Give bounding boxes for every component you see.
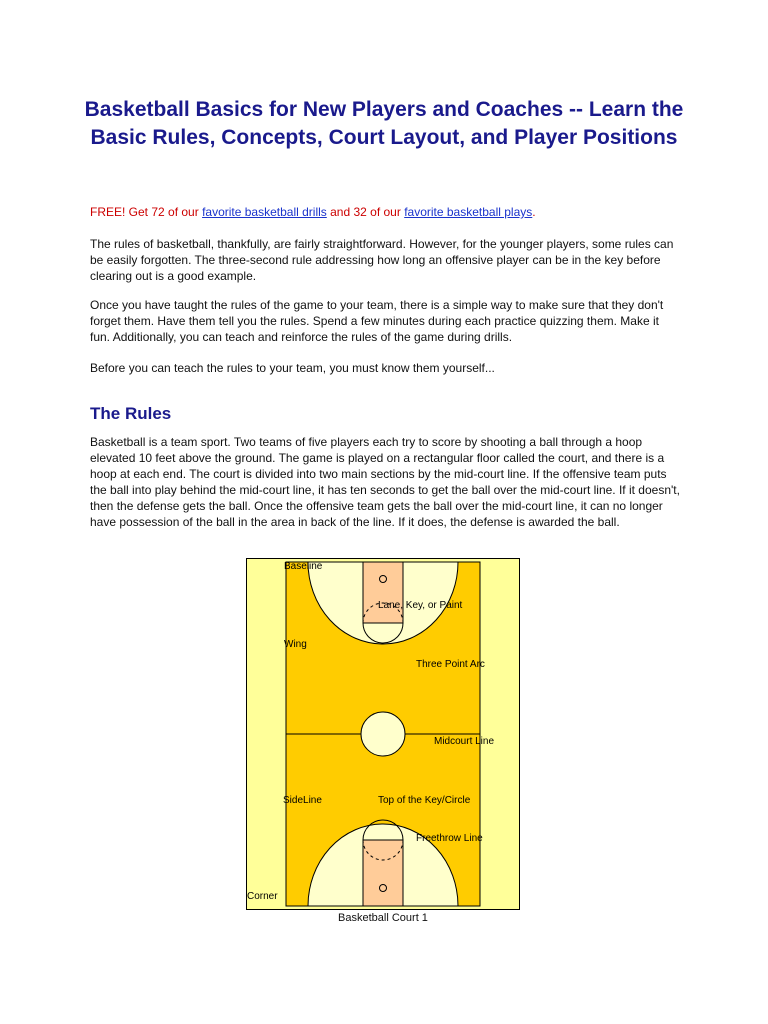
hoop-top: [379, 575, 387, 583]
promo-middle: and 32 of our: [326, 205, 405, 219]
rules-paragraph: Basketball is a team sport. Two teams of…: [90, 435, 680, 529]
court-svg: Baseline Lane, Key, or Paint Wing Three …: [246, 558, 520, 910]
free-throw-circle-top-dashed: [362, 602, 404, 624]
free-throw-circle-top: [362, 622, 404, 644]
free-throw-circle-bottom-dashed: [362, 839, 404, 861]
label-three-point-arc: Three Point Arc: [416, 659, 485, 670]
label-sideline: SideLine: [283, 795, 322, 806]
court-diagram: Baseline Lane, Key, or Paint Wing Three …: [246, 558, 520, 910]
page-title: Basketball Basics for New Players and Co…: [84, 98, 684, 149]
label-top-of-key: Top of the Key/Circle: [378, 795, 471, 806]
promo-prefix: FREE! Get 72 of our: [90, 205, 203, 219]
promo-suffix: .: [532, 205, 536, 219]
label-corner: Corner: [247, 891, 278, 902]
lane-top: [362, 561, 404, 624]
teaching-paragraph: Once you have taught the rules of the ga…: [90, 298, 664, 344]
label-midcourt: Midcourt Line: [434, 736, 494, 747]
court-caption: Basketball Court 1: [338, 912, 428, 924]
section-heading: The Rules: [90, 404, 172, 423]
label-wing: Wing: [284, 639, 307, 650]
free-throw-circle-bottom: [362, 819, 404, 841]
hoop-bottom: [379, 884, 387, 892]
label-freethrow: Freethrow Line: [416, 833, 483, 844]
lane-bottom: [362, 839, 404, 907]
intro-paragraph: The rules of basketball, thankfully, are…: [90, 237, 674, 283]
promo-line: FREE! Get 72 of our favorite basketball …: [90, 204, 680, 220]
label-lane: Lane, Key, or Paint: [378, 600, 463, 611]
drills-link[interactable]: favorite basketball drills: [202, 205, 327, 219]
center-circle: [360, 711, 406, 757]
plays-link[interactable]: favorite basketball plays: [404, 205, 533, 219]
label-baseline: Baseline: [284, 561, 323, 572]
know-rules-paragraph: Before you can teach the rules to your t…: [90, 361, 495, 375]
